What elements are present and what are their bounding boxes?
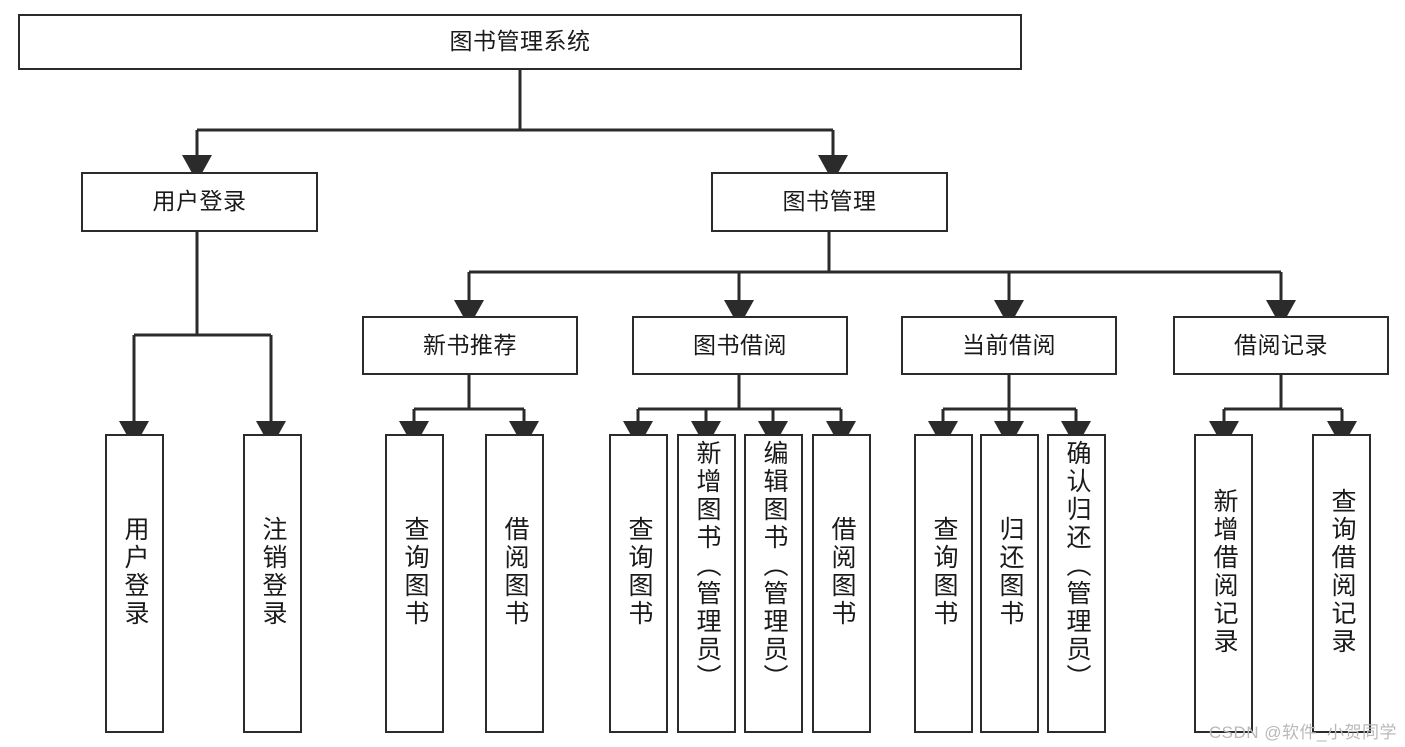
leaf-newbook-borrow-book[interactable]: 借阅图书 xyxy=(485,434,544,733)
node-label: 借阅记录 xyxy=(1234,331,1328,358)
node-label: 当前借阅 xyxy=(962,331,1056,358)
leaf-borrow-borrow-book[interactable]: 借阅图书 xyxy=(812,434,871,733)
node-borrow-records[interactable]: 借阅记录 xyxy=(1173,316,1389,375)
node-label: 编辑图书（管理员） xyxy=(760,440,788,692)
node-label: 图书管理 xyxy=(782,188,877,215)
node-book-borrow[interactable]: 图书借阅 xyxy=(632,316,848,375)
node-label: 图书管理系统 xyxy=(449,28,591,55)
node-label: 归还图书 xyxy=(996,516,1024,628)
node-current-borrow[interactable]: 当前借阅 xyxy=(901,316,1117,375)
leaf-borrow-add-book[interactable]: 新增图书（管理员） xyxy=(677,434,736,733)
node-book-management[interactable]: 图书管理 xyxy=(711,172,948,232)
leaf-borrow-edit-book[interactable]: 编辑图书（管理员） xyxy=(744,434,803,733)
leaf-records-add-record[interactable]: 新增借阅记录 xyxy=(1194,434,1253,733)
node-label: 用户登录 xyxy=(152,188,247,215)
node-root-system[interactable]: 图书管理系统 xyxy=(18,14,1022,70)
node-label: 查询借阅记录 xyxy=(1328,488,1356,656)
leaf-records-query-record[interactable]: 查询借阅记录 xyxy=(1312,434,1371,733)
node-new-book-recommend[interactable]: 新书推荐 xyxy=(362,316,578,375)
csdn-watermark: CSDN @软件_小贺同学 xyxy=(1208,723,1397,742)
node-label: 新增图书（管理员） xyxy=(693,440,721,692)
node-label: 用户登录 xyxy=(121,516,149,628)
node-label: 新书推荐 xyxy=(423,331,517,358)
node-user-login[interactable]: 用户登录 xyxy=(81,172,318,232)
node-label: 注销登录 xyxy=(259,516,287,628)
leaf-current-confirm-return[interactable]: 确认归还（管理员） xyxy=(1047,434,1106,733)
leaf-user-login[interactable]: 用户登录 xyxy=(105,434,164,733)
leaf-current-return-book[interactable]: 归还图书 xyxy=(980,434,1039,733)
leaf-user-logout[interactable]: 注销登录 xyxy=(243,434,302,733)
node-label: 借阅图书 xyxy=(501,516,529,628)
node-label: 查询图书 xyxy=(625,516,653,628)
leaf-borrow-query-book[interactable]: 查询图书 xyxy=(609,434,668,733)
node-label: 借阅图书 xyxy=(828,516,856,628)
node-label: 确认归还（管理员） xyxy=(1063,440,1091,692)
leaf-current-query-book[interactable]: 查询图书 xyxy=(914,434,973,733)
node-label: 查询图书 xyxy=(401,516,429,628)
node-label: 图书借阅 xyxy=(693,331,787,358)
leaf-newbook-query-book[interactable]: 查询图书 xyxy=(385,434,444,733)
node-label: 查询图书 xyxy=(930,516,958,628)
node-label: 新增借阅记录 xyxy=(1210,488,1238,656)
